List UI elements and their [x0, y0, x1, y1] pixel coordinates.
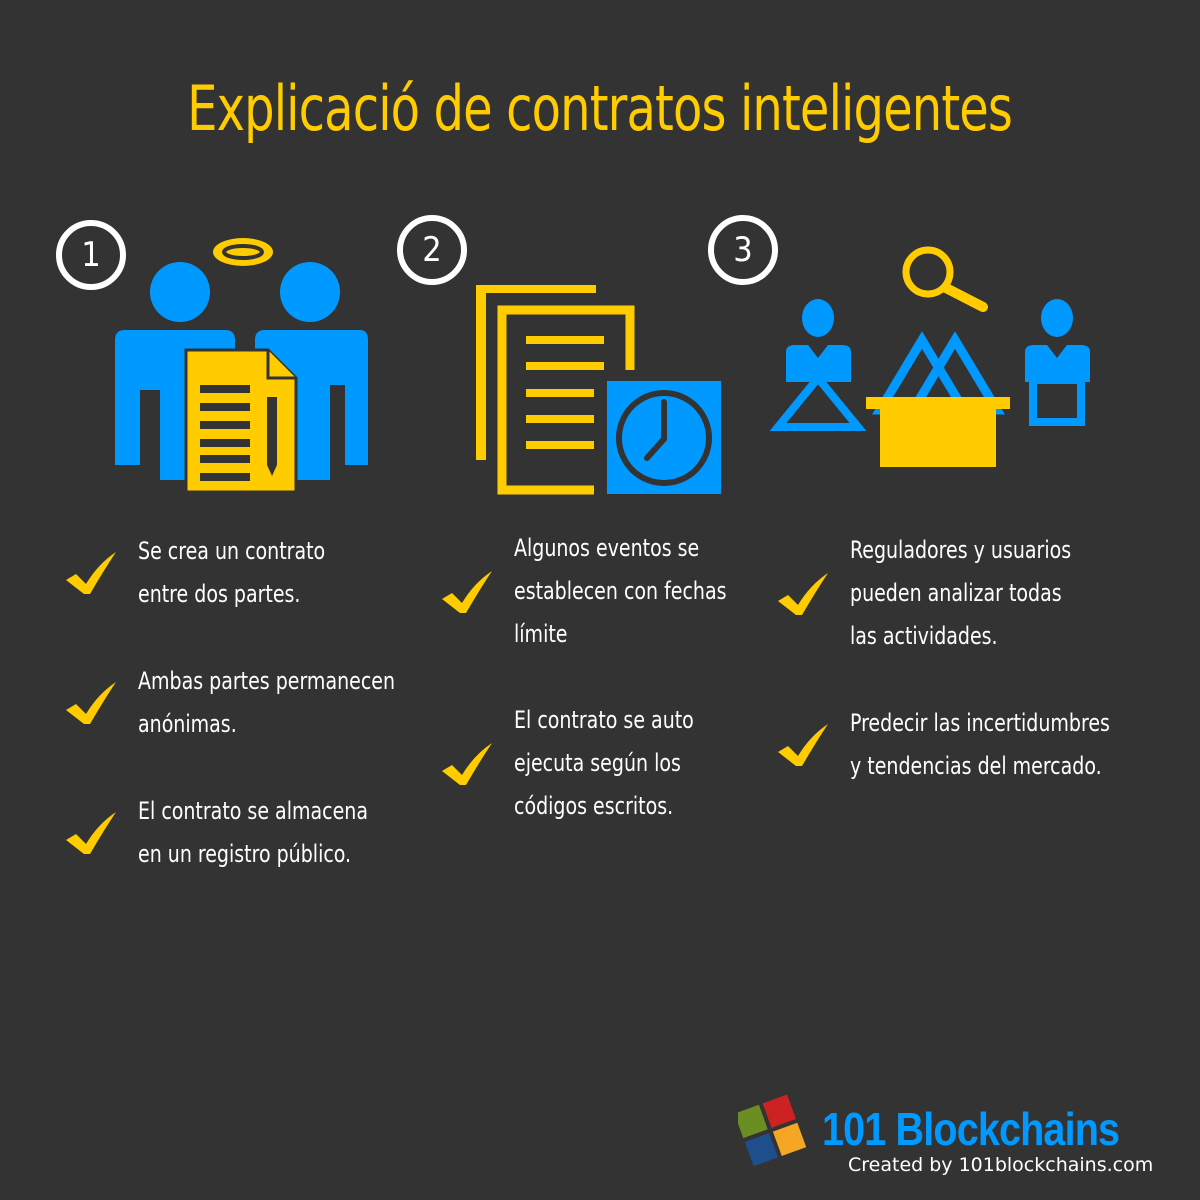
check-icon: [778, 572, 828, 615]
cubes-logo-icon: [738, 1094, 807, 1167]
check-icon: [442, 742, 492, 785]
item-text: Predecir las incertidumbres y tendencias…: [850, 709, 1110, 780]
page-title: Explicació de contratos inteligentes: [187, 72, 1014, 145]
check-icon: [778, 724, 828, 766]
list-item: El contrato se auto ejecuta según los có…: [440, 699, 718, 828]
check-icon: [442, 570, 492, 613]
regulators-analysis-icon: [770, 246, 1090, 467]
byline: Created by 101blockchains.com: [848, 1154, 1154, 1176]
item-text: Reguladores y usuarios pueden analizar t…: [850, 536, 1072, 650]
step-number-1: 1: [56, 220, 126, 290]
list-item: Predecir las incertidumbres y tendencias…: [776, 702, 1145, 788]
list-item: Ambas partes permanecen anónimas.: [64, 660, 430, 746]
brand-name: 101 Blockchains: [822, 1103, 1120, 1155]
item-text: Algunos eventos se establecen con fechas…: [514, 534, 727, 648]
item-text: El contrato se almacena en un registro p…: [138, 797, 368, 868]
item-text: Ambas partes permanecen anónimas.: [138, 667, 396, 738]
step-number-2: 2: [397, 215, 467, 285]
check-icon: [66, 812, 116, 854]
list-item: El contrato se almacena en un registro p…: [64, 790, 399, 876]
list-item: Reguladores y usuarios pueden analizar t…: [776, 529, 1101, 658]
check-icon: [66, 552, 116, 594]
list-item: Se crea un contrato entre dos partes.: [64, 530, 351, 616]
check-icon: [66, 682, 116, 724]
step-number-3: 3: [708, 215, 778, 285]
documents-clock-icon: [476, 285, 734, 505]
two-people-contract-icon: [115, 238, 368, 494]
list-item: Algunos eventos se establecen con fechas…: [440, 527, 755, 656]
item-text: Se crea un contrato entre dos partes.: [138, 537, 326, 608]
item-text: El contrato se auto ejecuta según los có…: [514, 706, 694, 820]
